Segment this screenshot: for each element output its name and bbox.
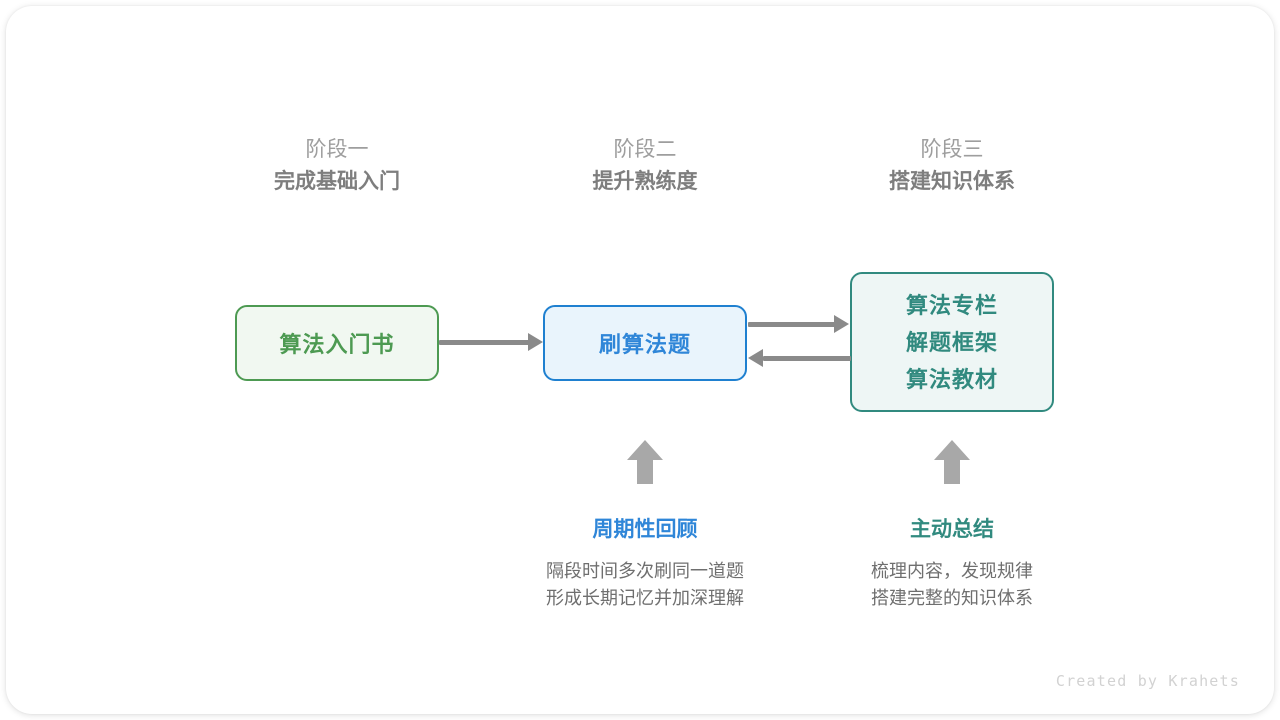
arrow-practice-to-resources-line bbox=[748, 322, 836, 327]
arrow-right-icon bbox=[528, 333, 543, 351]
arrow-book-to-practice-line bbox=[439, 340, 531, 345]
node-learning-resources: 算法专栏 解题框架 算法教材 bbox=[850, 272, 1054, 412]
stage-header-1: 阶段一 完成基础入门 bbox=[207, 135, 467, 199]
note-periodic-review-body: 隔段时间多次刷同一道题 形成长期记忆并加深理解 bbox=[495, 558, 795, 612]
stage-label-2: 阶段二 bbox=[613, 138, 677, 161]
stage-title-1: 完成基础入门 bbox=[274, 170, 400, 193]
credit-text: Created by Krahets bbox=[1055, 672, 1240, 690]
arrow-right-icon bbox=[834, 315, 849, 333]
arrow-left-icon bbox=[748, 349, 763, 367]
node-learning-resources-line-1: 算法专栏 bbox=[905, 292, 998, 318]
node-practice-problems-label: 刷算法题 bbox=[598, 332, 691, 357]
stage-header-2: 阶段二 提升熟练度 bbox=[515, 135, 775, 199]
node-practice-problems: 刷算法题 bbox=[543, 305, 747, 381]
node-algorithm-book-label: 算法入门书 bbox=[279, 332, 395, 357]
stage-header-3: 阶段三 搭建知识体系 bbox=[822, 135, 1082, 199]
note-active-summary: 主动总结 梳理内容，发现规律 搭建完整的知识体系 bbox=[802, 514, 1102, 612]
note-active-summary-body: 梳理内容，发现规律 搭建完整的知识体系 bbox=[802, 558, 1102, 612]
note-active-summary-body-line-2: 搭建完整的知识体系 bbox=[871, 588, 1033, 608]
note-periodic-review-body-line-2: 形成长期记忆并加深理解 bbox=[546, 588, 744, 608]
arrow-up-icon bbox=[627, 440, 663, 484]
stage-title-3: 搭建知识体系 bbox=[889, 170, 1015, 193]
node-learning-resources-line-2: 解题框架 bbox=[905, 329, 998, 355]
node-algorithm-book: 算法入门书 bbox=[235, 305, 439, 381]
arrow-up-icon bbox=[934, 440, 970, 484]
note-active-summary-body-line-1: 梳理内容，发现规律 bbox=[871, 561, 1033, 581]
stage-label-3: 阶段三 bbox=[920, 138, 984, 161]
note-periodic-review: 周期性回顾 隔段时间多次刷同一道题 形成长期记忆并加深理解 bbox=[495, 514, 795, 612]
diagram-card: 阶段一 完成基础入门 阶段二 提升熟练度 阶段三 搭建知识体系 算法入门书 刷算… bbox=[6, 6, 1274, 714]
note-active-summary-title: 主动总结 bbox=[910, 518, 994, 541]
node-learning-resources-line-3: 算法教材 bbox=[905, 366, 998, 392]
note-periodic-review-title: 周期性回顾 bbox=[592, 518, 698, 541]
note-periodic-review-body-line-1: 隔段时间多次刷同一道题 bbox=[546, 561, 744, 581]
stage-title-2: 提升熟练度 bbox=[592, 170, 698, 193]
arrow-resources-to-practice-line bbox=[763, 356, 851, 361]
stage-label-1: 阶段一 bbox=[305, 138, 369, 161]
